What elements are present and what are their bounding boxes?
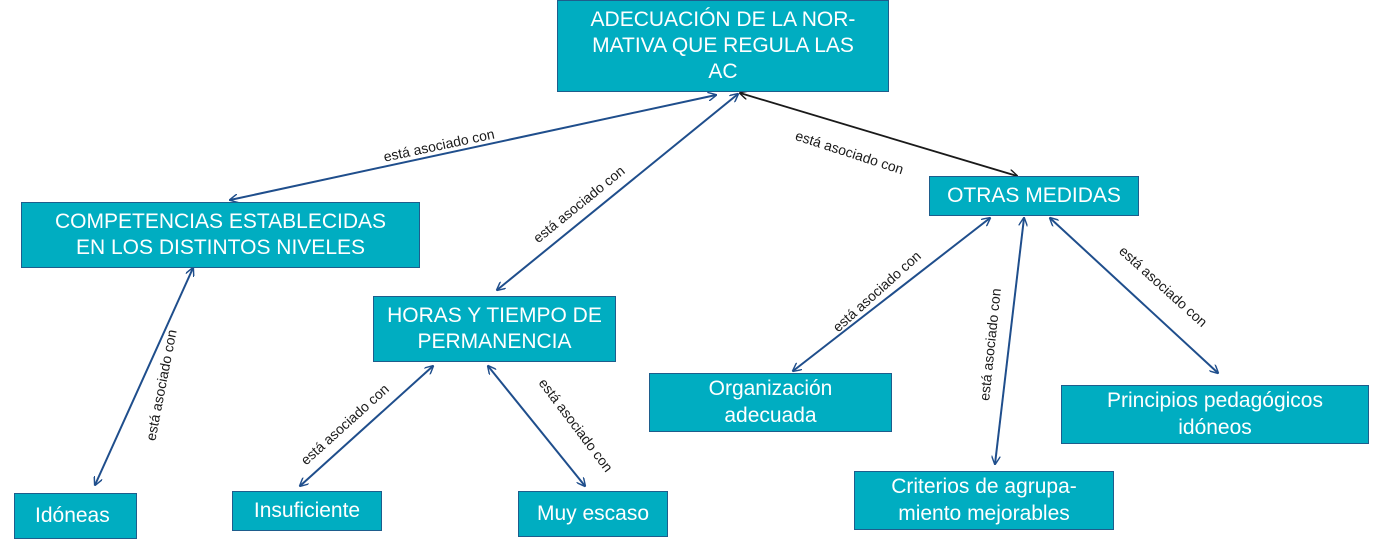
edge-label: está asociado con bbox=[142, 328, 179, 442]
edge-label: está asociado con bbox=[793, 127, 905, 177]
edge-label: está asociado con bbox=[382, 126, 496, 165]
edge-label: está asociado con bbox=[536, 375, 617, 475]
connector-otras-criterios bbox=[995, 218, 1024, 464]
node-criterios: Criterios de agrupa- miento mejorables bbox=[854, 471, 1114, 530]
edge-label: está asociado con bbox=[530, 162, 628, 245]
node-root: ADECUACIÓN DE LA NOR- MATIVA QUE REGULA … bbox=[557, 0, 889, 92]
node-muy-escaso: Muy escaso bbox=[518, 491, 668, 537]
node-otras: OTRAS MEDIDAS bbox=[929, 176, 1139, 216]
connector-root-otras bbox=[740, 93, 1017, 176]
node-idoneas: Idóneas bbox=[14, 493, 137, 539]
edge-label: está asociado con bbox=[297, 381, 392, 468]
node-competencias: COMPETENCIAS ESTABLECIDAS EN LOS DISTINT… bbox=[21, 202, 420, 268]
node-insuficiente: Insuficiente bbox=[232, 491, 382, 531]
edge-label: está asociado con bbox=[829, 248, 924, 335]
connector-otras-organizacion bbox=[793, 218, 990, 371]
edge-label: está asociado con bbox=[1116, 243, 1211, 330]
connector-otras-principios bbox=[1050, 218, 1218, 373]
connector-root-horas bbox=[497, 94, 738, 290]
connector-root-competencias bbox=[230, 95, 716, 200]
edge-label: está asociado con bbox=[976, 288, 1004, 402]
node-horas: HORAS Y TIEMPO DE PERMANENCIA bbox=[373, 296, 616, 362]
node-organizacion: Organización adecuada bbox=[649, 373, 892, 432]
node-principios: Principios pedagógicos idóneos bbox=[1061, 385, 1369, 444]
connector-horas-muyescaso bbox=[488, 366, 585, 486]
connector-horas-insuficiente bbox=[300, 366, 433, 486]
connector-competencias-idoneas bbox=[95, 268, 193, 485]
